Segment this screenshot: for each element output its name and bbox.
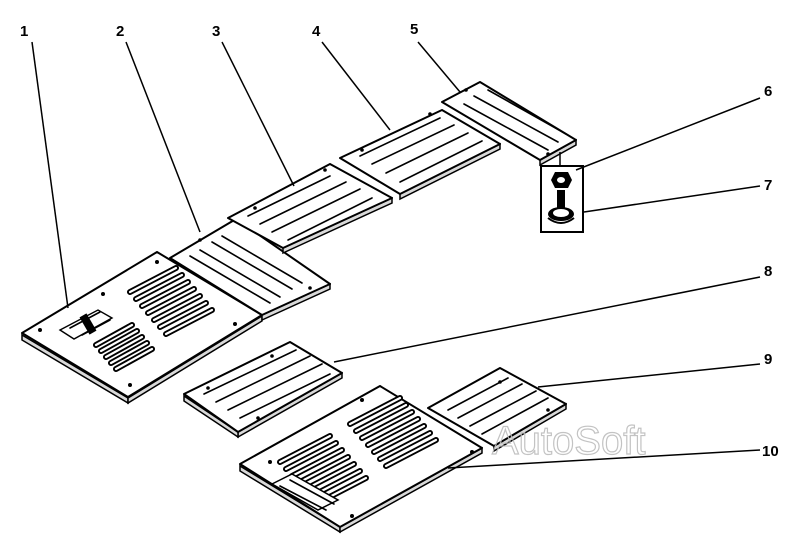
callout-10: 10 (762, 443, 779, 460)
callout-numbers: 1 2 3 4 5 6 7 8 9 10 (20, 21, 779, 460)
panel-5 (441, 81, 577, 167)
callout-9: 9 (764, 351, 772, 368)
panel-2 (169, 218, 331, 322)
panel-3 (227, 163, 393, 255)
watermark-text: AutoSoft (492, 419, 645, 463)
fastener-detail (540, 152, 584, 233)
leader-lines (31, 41, 761, 469)
callout-5: 5 (410, 21, 418, 38)
callout-4: 4 (312, 23, 321, 40)
callout-1: 1 (20, 23, 28, 40)
panel-10 (239, 385, 483, 534)
panel-1 (21, 251, 263, 405)
panel-4 (339, 109, 501, 201)
callout-7: 7 (764, 177, 772, 194)
callout-3: 3 (212, 23, 220, 40)
callout-8: 8 (764, 263, 772, 280)
panel-9 (427, 367, 567, 453)
callout-6: 6 (764, 83, 772, 100)
callout-2: 2 (116, 23, 124, 40)
panel-8 (183, 341, 343, 439)
